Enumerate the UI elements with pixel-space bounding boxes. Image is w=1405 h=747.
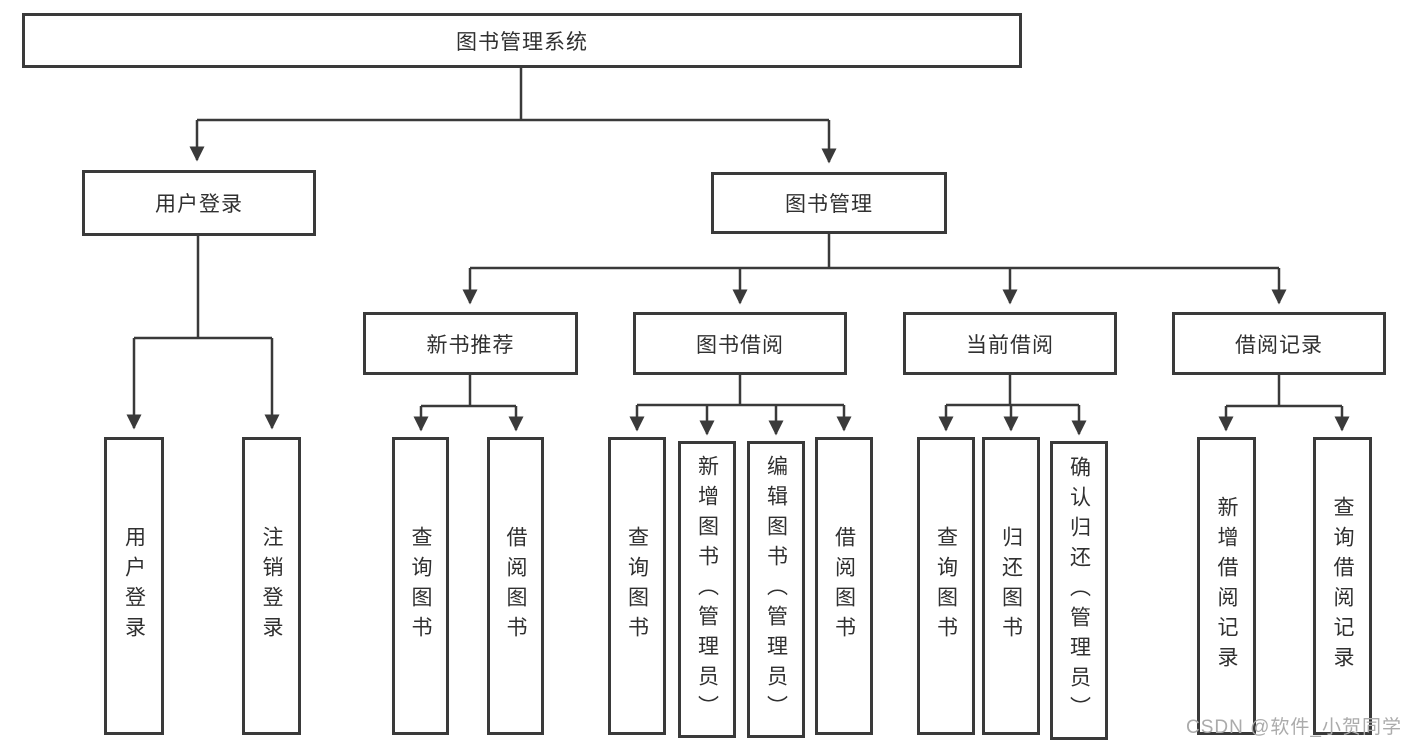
node-user-login: 用户登录 <box>82 170 316 236</box>
node-current-borrow-label: 当前借阅 <box>966 333 1054 357</box>
node-book-management: 图书管理 <box>711 172 947 234</box>
leaf-borrow-book-label: 借阅图书 <box>832 526 856 646</box>
leaf-confirm-return-admin-label: 确认归还（管理员） <box>1067 455 1091 726</box>
leaf-add-borrow-record-label: 新增借阅记录 <box>1215 496 1238 676</box>
node-new-book-recommend-label: 新书推荐 <box>426 333 515 357</box>
node-new-book-recommend: 新书推荐 <box>363 312 578 375</box>
node-root: 图书管理系统 <box>22 13 1022 68</box>
leaf-add-borrow-record: 新增借阅记录 <box>1197 437 1256 735</box>
leaf-recommend-query-book: 查询图书 <box>392 437 449 735</box>
leaf-recommend-borrow-book-label: 借阅图书 <box>504 526 527 646</box>
leaf-return-book-label: 归还图书 <box>999 526 1023 646</box>
leaf-add-book-admin-label: 新增图书（管理员） <box>695 454 719 725</box>
node-borrow-records: 借阅记录 <box>1172 312 1386 375</box>
leaf-current-query-book: 查询图书 <box>917 437 975 735</box>
node-user-login-label: 用户登录 <box>155 193 243 216</box>
leaf-add-book-admin: 新增图书（管理员） <box>678 441 736 738</box>
node-book-management-label: 图书管理 <box>785 193 873 216</box>
leaf-edit-book-admin-label: 编辑图书（管理员） <box>764 454 788 725</box>
csdn-watermark: CSDN @软件_小贺同学 <box>1186 717 1402 738</box>
leaf-logout: 注销登录 <box>242 437 301 735</box>
leaf-user-login-label: 用户登录 <box>122 526 146 646</box>
leaf-edit-book-admin: 编辑图书（管理员） <box>747 441 805 738</box>
leaf-recommend-borrow-book: 借阅图书 <box>487 437 544 735</box>
node-book-borrow: 图书借阅 <box>633 312 847 375</box>
leaf-borrow-query-book: 查询图书 <box>608 437 666 735</box>
leaf-user-login: 用户登录 <box>104 437 164 735</box>
node-borrow-records-label: 借阅记录 <box>1235 333 1323 357</box>
leaf-confirm-return-admin: 确认归还（管理员） <box>1050 441 1108 740</box>
node-current-borrow: 当前借阅 <box>903 312 1117 375</box>
leaf-borrow-book: 借阅图书 <box>815 437 873 735</box>
leaf-query-borrow-record-label: 查询借阅记录 <box>1331 496 1354 676</box>
leaf-return-book: 归还图书 <box>982 437 1040 735</box>
leaf-current-query-book-label: 查询图书 <box>934 526 958 646</box>
leaf-query-borrow-record: 查询借阅记录 <box>1313 437 1372 735</box>
leaf-borrow-query-book-label: 查询图书 <box>625 526 649 646</box>
leaf-recommend-query-book-label: 查询图书 <box>409 526 432 646</box>
node-root-label: 图书管理系统 <box>456 30 588 54</box>
leaf-logout-label: 注销登录 <box>260 526 283 646</box>
node-book-borrow-label: 图书借阅 <box>696 333 784 357</box>
